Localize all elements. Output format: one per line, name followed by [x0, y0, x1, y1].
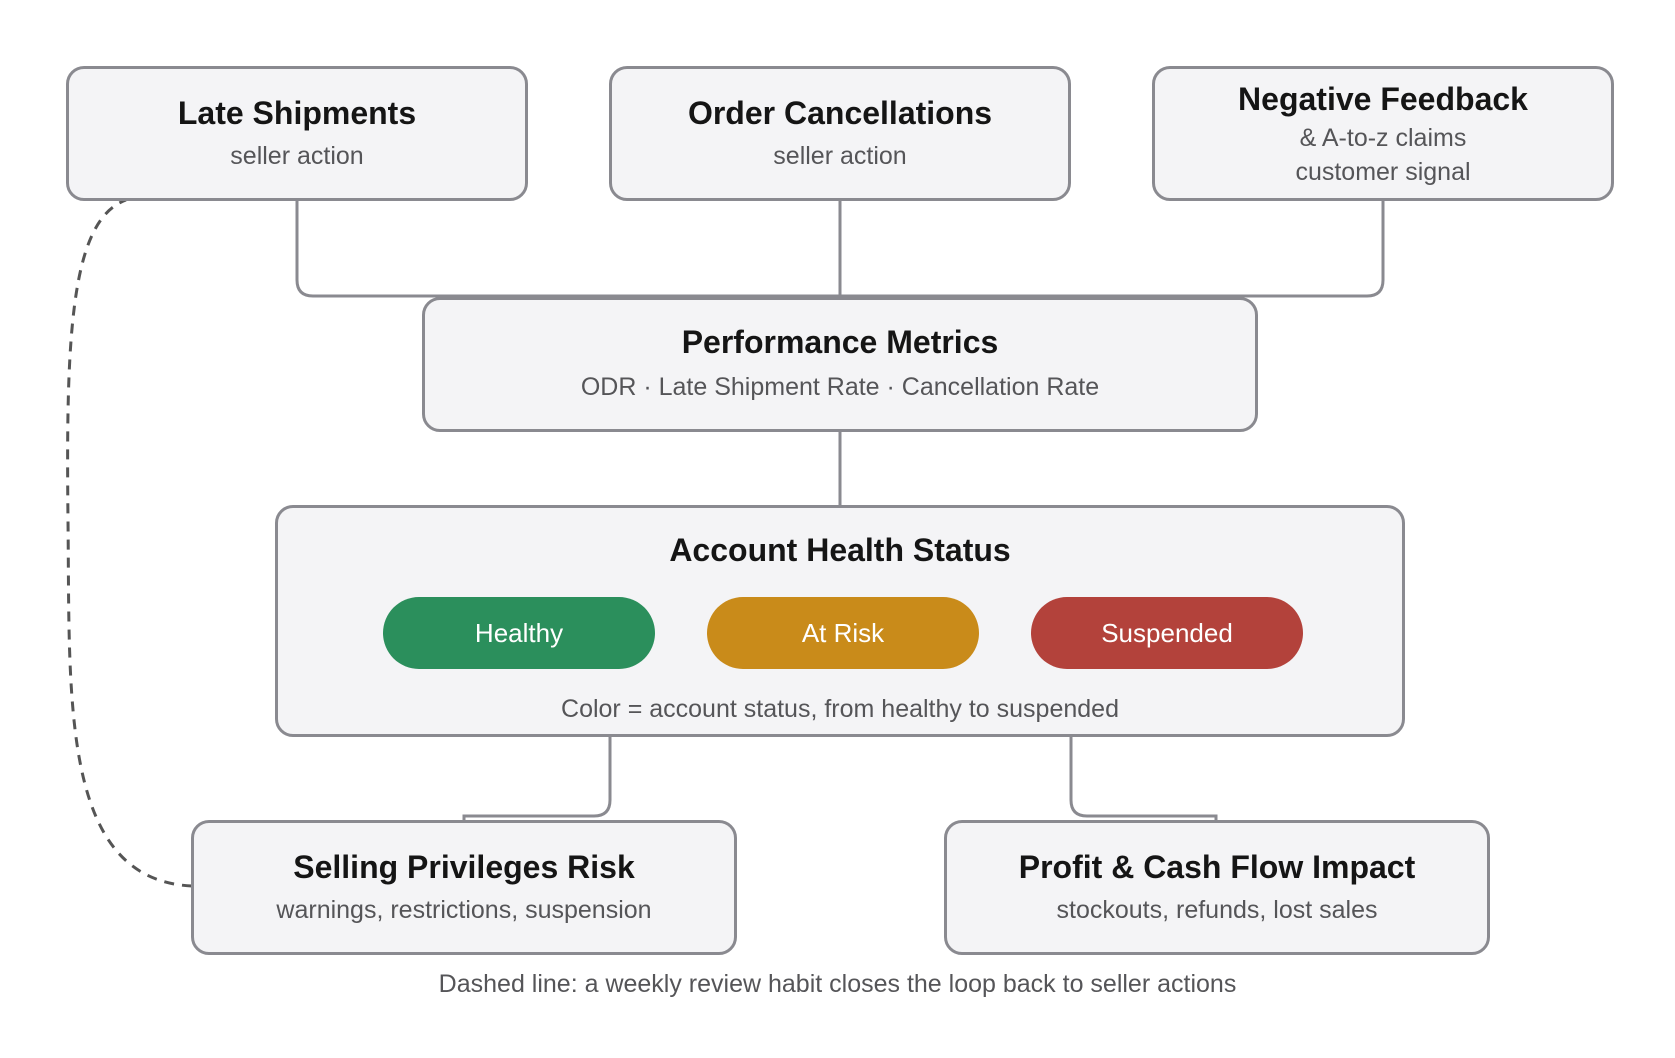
- status-pill-suspended: Suspended: [1031, 597, 1303, 669]
- late-shipments-node: Late Shipments seller action: [66, 66, 528, 201]
- account-health-node: Account Health Status Healthy At Risk Su…: [275, 505, 1405, 737]
- account-health-note: Color = account status, from healthy to …: [561, 695, 1119, 723]
- weekly-review-loop-line: [66, 198, 193, 888]
- profit-cashflow-subtitle: stockouts, refunds, lost sales: [1056, 895, 1378, 924]
- late-shipments-subtitle: seller action: [230, 141, 364, 170]
- order-cancellations-title: Order Cancellations: [687, 95, 993, 131]
- negative-feedback-node: Negative Feedback & A-to-z claims custom…: [1152, 66, 1614, 201]
- selling-privileges-title: Selling Privileges Risk: [293, 849, 635, 885]
- order-cancellations-subtitle: seller action: [773, 141, 907, 170]
- performance-metrics-title: Performance Metrics: [681, 324, 999, 360]
- order-cancellations-node: Order Cancellations seller action: [609, 66, 1071, 201]
- selling-privileges-node: Selling Privileges Risk warnings, restri…: [191, 820, 737, 955]
- account-health-title: Account Health Status: [669, 532, 1011, 568]
- performance-metrics-node: Performance Metrics ODR · Late Shipment …: [422, 297, 1258, 432]
- negative-feedback-subtitle-1: & A-to-z claims: [1299, 123, 1467, 152]
- connector-negative-feedback: [840, 200, 1385, 298]
- profit-cashflow-title: Profit & Cash Flow Impact: [1018, 849, 1416, 885]
- performance-metrics-subtitle: ODR · Late Shipment Rate · Cancellation …: [580, 372, 1100, 401]
- negative-feedback-title: Negative Feedback: [1238, 81, 1528, 117]
- connector-late-shipments: [295, 200, 840, 298]
- status-pill-at-risk: At Risk: [707, 597, 979, 669]
- late-shipments-title: Late Shipments: [177, 95, 417, 131]
- profit-cashflow-node: Profit & Cash Flow Impact stockouts, ref…: [944, 820, 1490, 955]
- connector-health-to-profit: [1069, 736, 1218, 822]
- selling-privileges-subtitle: warnings, restrictions, suspension: [276, 895, 652, 924]
- diagram-caption: Dashed line: a weekly review habit close…: [438, 970, 1237, 998]
- connector-health-to-privileges: [462, 736, 612, 822]
- status-pill-healthy: Healthy: [383, 597, 655, 669]
- negative-feedback-subtitle-2: customer signal: [1295, 157, 1471, 186]
